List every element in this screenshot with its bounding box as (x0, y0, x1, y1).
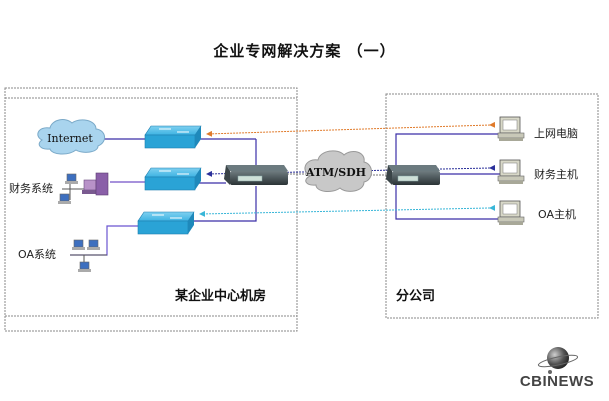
logo-text: CBINEWS (519, 373, 595, 390)
branch-label: 分公司 (396, 288, 435, 304)
finance-host-label: 财务主机 (534, 167, 578, 181)
web-pc-label: 上网电脑 (534, 127, 578, 140)
oa-host-label: OA主机 (538, 207, 576, 221)
wan-cloud-icon: ATM/SDH (304, 150, 372, 193)
hq-label: 某企业中心机房 (174, 288, 266, 304)
hq-container (4, 87, 298, 332)
oa-host-icon (497, 200, 525, 225)
oa-system-label: OA系统 (18, 248, 56, 261)
oa-flow (199, 204, 496, 217)
finance-host-icon (497, 159, 525, 184)
switch-internet-icon (144, 125, 202, 149)
globe-icon (537, 347, 579, 374)
internet-flow (206, 121, 496, 137)
cbinews-logo: CBINEWS (512, 343, 602, 395)
wan-label: ATM/SDH (305, 166, 366, 179)
internet-cloud-icon: Internet (37, 119, 105, 155)
branch-router-icon (386, 165, 440, 185)
switch-oa-icon (137, 211, 195, 235)
diagram-title: 企业专网解决方案 （一） (213, 42, 396, 60)
finance-system-label: 财务系统 (9, 181, 53, 195)
hq-router-icon (224, 165, 288, 185)
finance-system-icon (58, 172, 109, 204)
oa-system-icon (70, 239, 107, 272)
switch-finance-icon (144, 167, 202, 191)
internet-label: Internet (47, 132, 93, 145)
web-pc-icon (497, 116, 525, 141)
